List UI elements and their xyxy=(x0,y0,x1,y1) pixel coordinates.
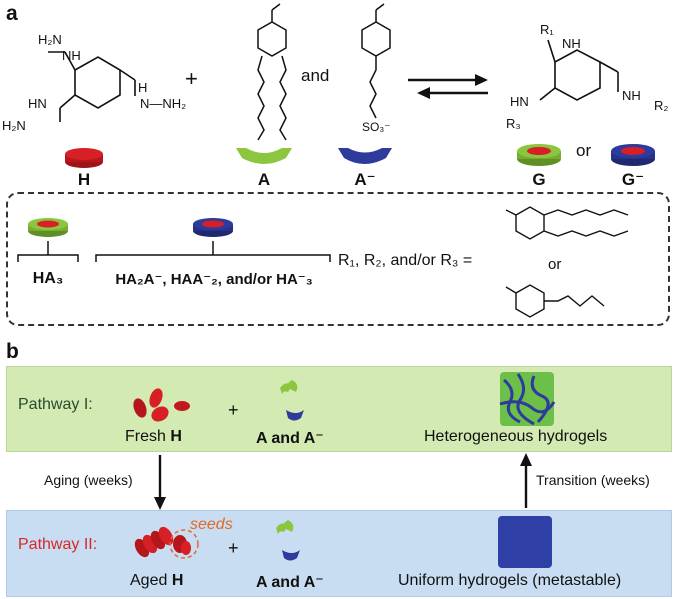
h-molecule xyxy=(48,51,136,122)
r3-label: R₃ xyxy=(506,116,521,131)
nh-g-label: NH xyxy=(562,36,581,51)
nh-top-label: NH xyxy=(62,48,81,63)
disc-h xyxy=(65,148,103,168)
a-minus-molecule xyxy=(361,3,391,119)
legend-box xyxy=(6,192,670,326)
seeds-label: seeds xyxy=(190,516,233,533)
plus-sign-b2: + xyxy=(228,538,239,558)
r-group-structures xyxy=(505,206,629,318)
label-g-minus: G⁻ xyxy=(621,170,645,189)
panel-a-letter: a xyxy=(6,2,18,25)
disc-g-minus xyxy=(611,144,655,166)
hn-g-label: HN xyxy=(510,94,529,109)
heterogeneous-label: Heterogeneous hydrogels xyxy=(424,428,608,445)
transition-arrow xyxy=(520,453,532,508)
aging-label: Aging (weeks) xyxy=(44,472,133,488)
a-pieces-pathway2 xyxy=(276,520,300,561)
legend-disc-ha3 xyxy=(28,218,68,237)
r1-label: R₁ xyxy=(540,22,554,37)
transition-label: Transition (weeks) xyxy=(536,472,650,488)
disc-a xyxy=(236,148,292,164)
label-g: G xyxy=(532,170,546,189)
and-label: and xyxy=(301,66,330,85)
aging-arrow xyxy=(154,455,166,510)
aged-h-discs xyxy=(134,526,199,559)
fresh-h-label: Fresh H xyxy=(125,428,182,445)
uniform-label: Uniform hydrogels (metastable) xyxy=(398,572,622,589)
fresh-h-discs xyxy=(133,388,190,422)
or-label: or xyxy=(576,141,592,160)
a-and-a-label-2: A and A⁻ xyxy=(256,574,324,591)
legend-brackets xyxy=(17,241,331,262)
equilibrium-arrows xyxy=(408,74,488,99)
label-a-minus: A⁻ xyxy=(354,170,376,189)
nh-g2-label: NH xyxy=(622,88,641,103)
h2n-left-label: H₂N xyxy=(2,118,26,133)
panel-b-letter: b xyxy=(6,340,19,363)
legend-or: or xyxy=(548,256,562,273)
legend-r-groups: R₁, R₂, and/or R₃ = xyxy=(338,252,473,269)
pathway1-label: Pathway I: xyxy=(18,396,93,413)
a-and-a-label-1: A and A⁻ xyxy=(256,430,324,447)
disc-g xyxy=(517,144,561,166)
heterogeneous-hydrogel xyxy=(499,372,556,426)
legend-disc-mixed xyxy=(193,218,233,237)
so3-label: SO₃⁻ xyxy=(362,120,391,134)
legend-ha3: HA₃ xyxy=(32,270,64,287)
label-a: A xyxy=(257,170,271,189)
nhnh2-label: N—NH₂ xyxy=(140,96,187,111)
legend-others: HA₂A⁻, HAA⁻₂, and/or HA⁻₃ xyxy=(115,271,313,288)
uniform-hydrogel xyxy=(498,516,552,568)
pathway2-band xyxy=(6,510,672,597)
pathway1-band xyxy=(6,366,672,452)
aged-h-label: Aged H xyxy=(130,572,184,589)
disc-a-minus xyxy=(338,148,392,164)
a-molecule xyxy=(257,3,287,141)
hn-left-label: HN xyxy=(28,96,47,111)
label-h: H xyxy=(77,170,91,189)
g-molecule xyxy=(539,39,619,101)
plus-sign-a: + xyxy=(185,66,198,91)
h-right-label: H xyxy=(138,80,148,95)
pathway2-label: Pathway II: xyxy=(18,536,98,553)
plus-sign-b1: + xyxy=(228,400,239,420)
a-pieces-pathway1 xyxy=(280,380,304,421)
r2-label: R₂ xyxy=(654,98,669,113)
h2n-top-label: H₂N xyxy=(38,32,62,47)
